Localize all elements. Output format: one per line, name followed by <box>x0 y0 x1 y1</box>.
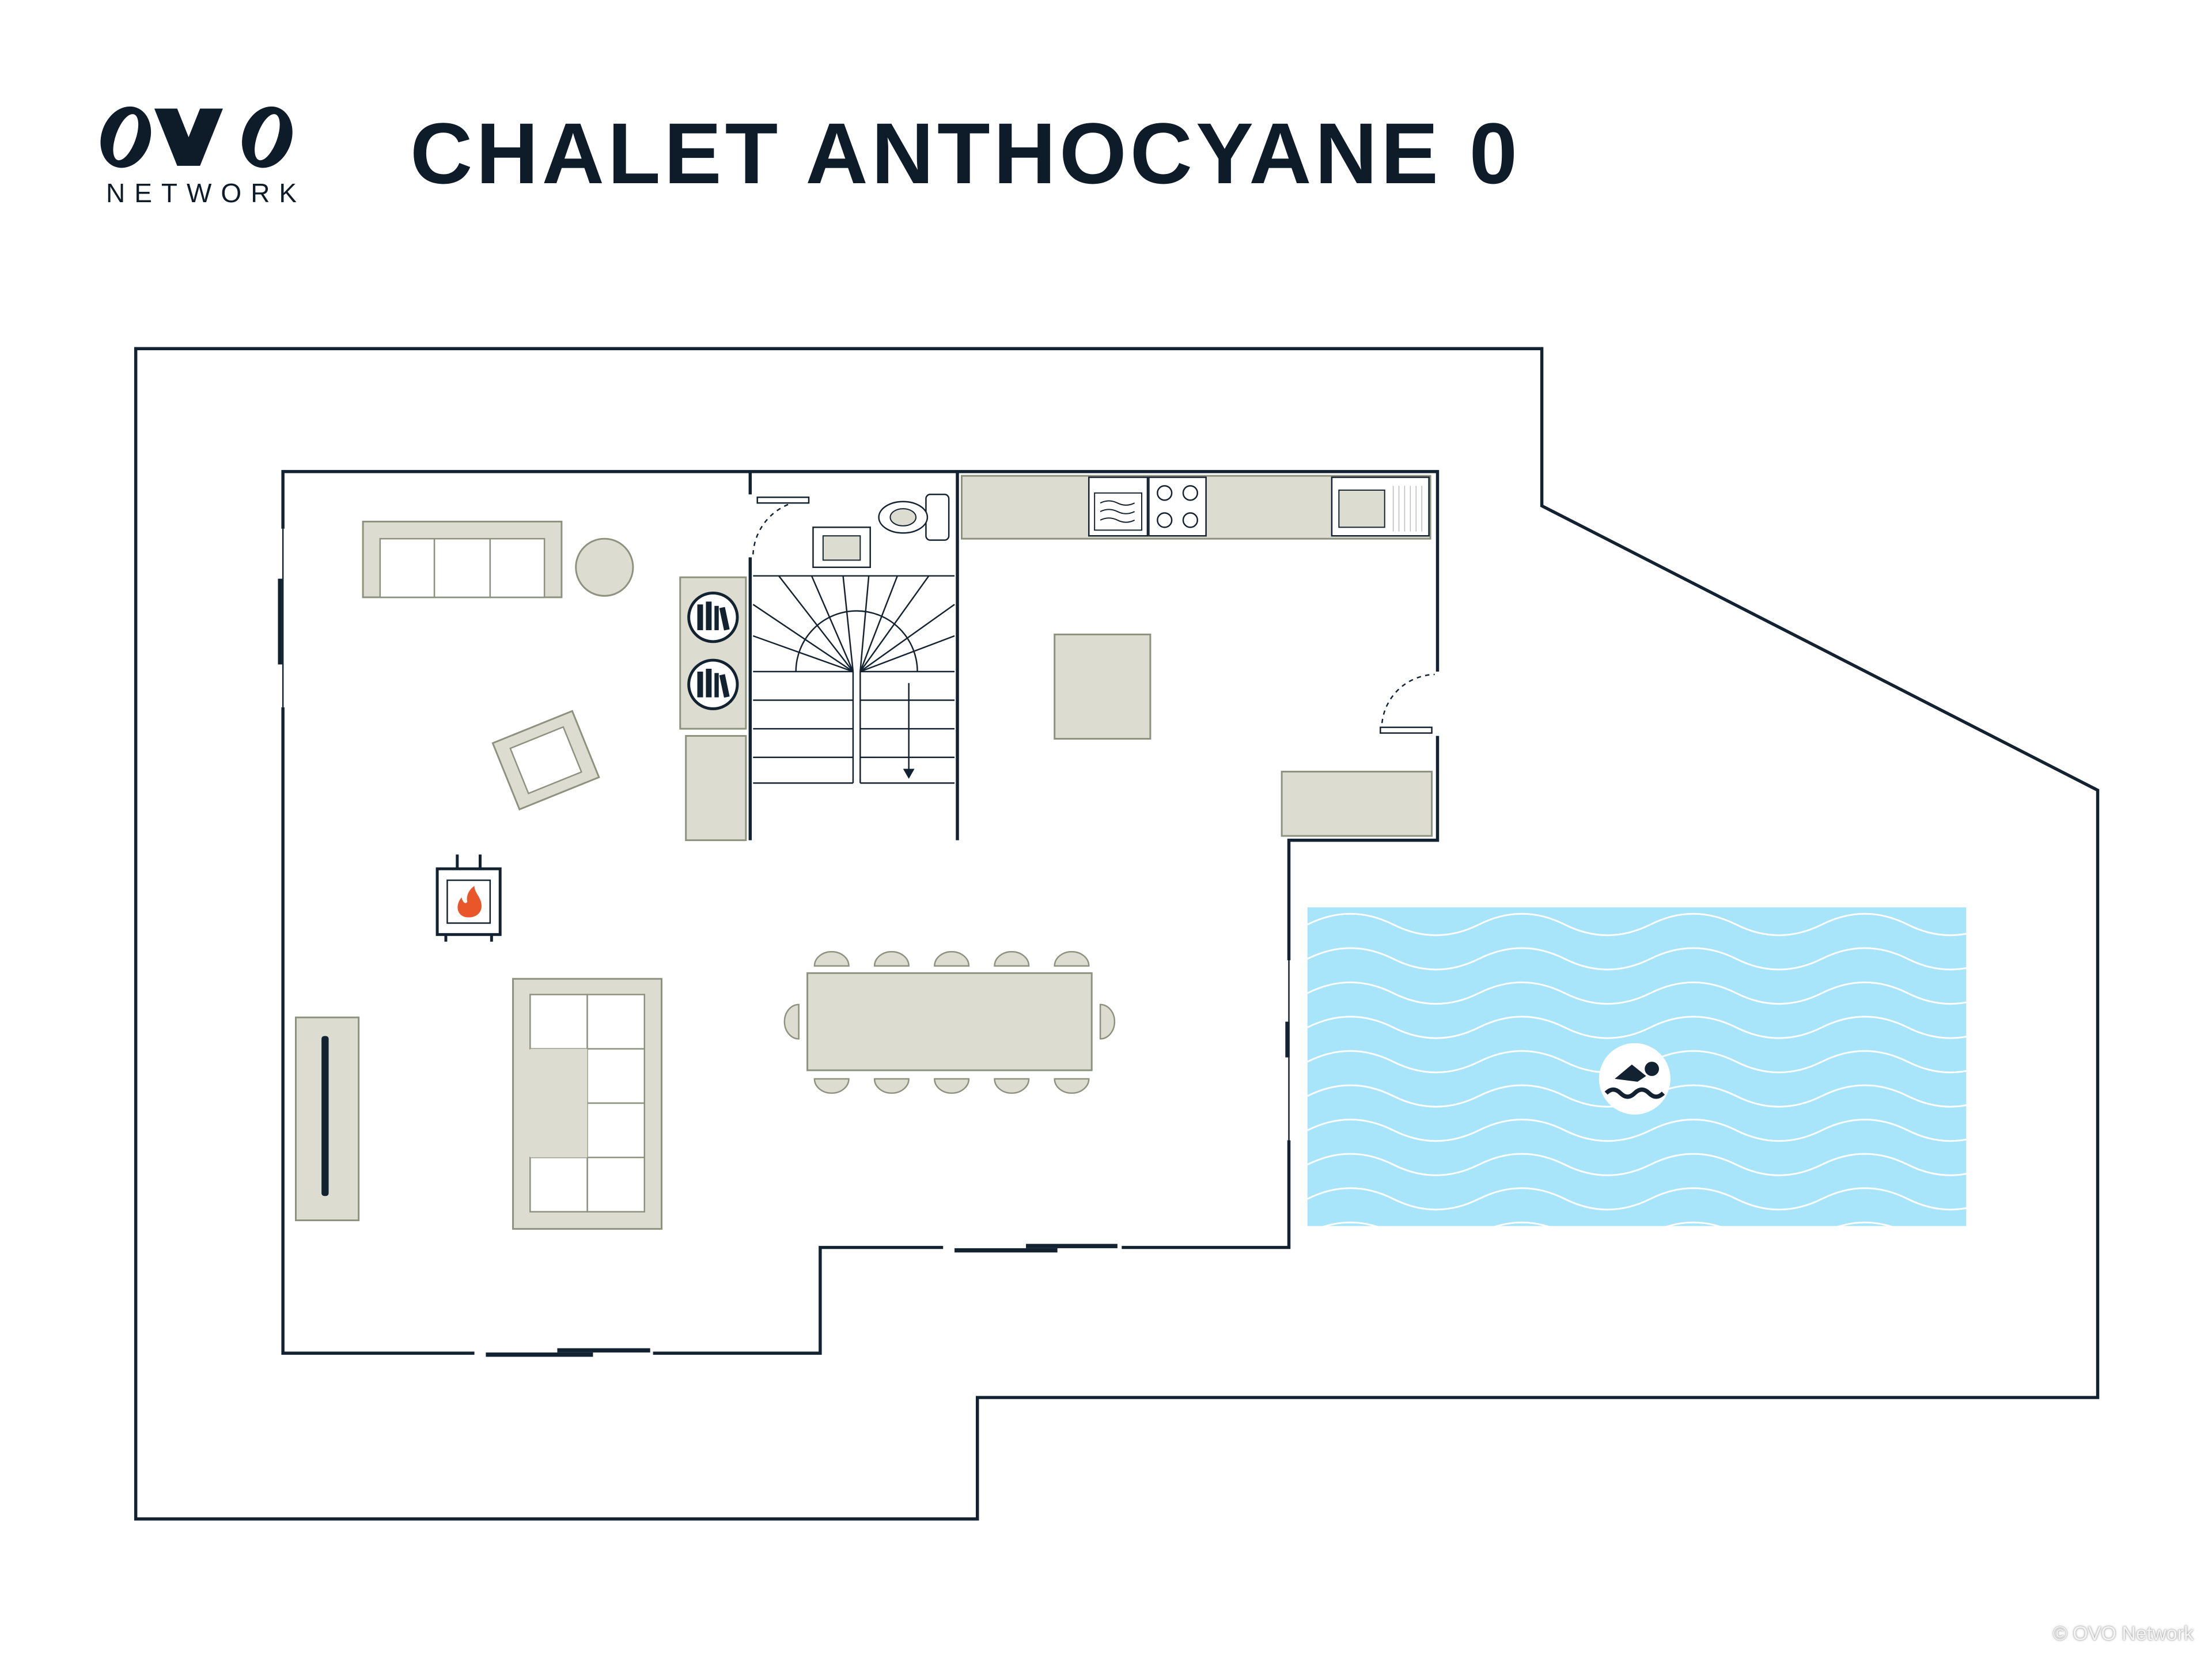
tv-icon <box>321 1036 329 1196</box>
kitchen-island <box>1054 633 1152 740</box>
kitchen-counter <box>960 475 1431 540</box>
staircase <box>752 575 955 784</box>
fireplace-icon <box>435 854 502 942</box>
internal-walls <box>748 471 1441 840</box>
house-interior <box>281 469 1440 1355</box>
cooktop-icon <box>1148 476 1207 537</box>
sofa-top <box>362 520 563 599</box>
bookshelf-icon <box>687 658 739 710</box>
copyright: © OVO Network <box>2052 1623 2194 1645</box>
ovo-logo-icon <box>100 106 293 168</box>
page-title: CHALET ANTHOCYANE 0 <box>410 105 1521 202</box>
bookshelf-icon <box>687 591 739 643</box>
sink-icon <box>812 527 871 569</box>
windows <box>277 528 1295 1359</box>
logo-subtitle: NETWORK <box>106 178 306 208</box>
oven-icon <box>1088 476 1149 537</box>
toilet-icon <box>878 494 950 541</box>
doors <box>752 497 1435 734</box>
sink-icon <box>1331 476 1430 537</box>
tv-unit <box>295 1016 360 1221</box>
swimmer-icon <box>1599 1043 1671 1115</box>
dining-table <box>806 972 1093 1071</box>
bookshelf <box>679 576 747 842</box>
stairs-arrow-icon <box>903 768 915 779</box>
side-table <box>575 537 634 597</box>
terrace-area <box>134 347 2100 1521</box>
corner-sofa <box>512 978 663 1230</box>
entry-cabinet <box>1281 771 1433 837</box>
armchair <box>491 710 600 811</box>
dining-chairs <box>783 950 1116 1094</box>
